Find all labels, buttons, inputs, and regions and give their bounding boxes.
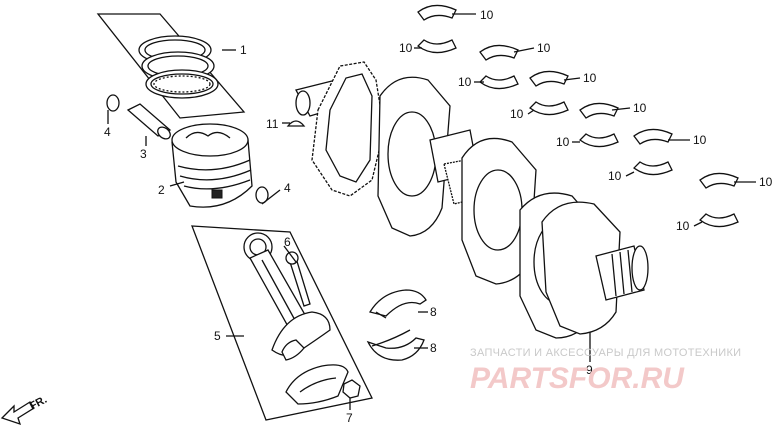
piston-pin-clip-right [255,186,269,204]
piston-pin-clip-left [106,94,120,112]
callout-10: 10 [537,41,551,55]
rod-bearing-upper [368,289,427,319]
callout-10: 10 [608,169,622,183]
piston-pin [126,103,172,140]
callout-10: 10 [693,133,707,147]
callout-10: 10 [676,219,690,233]
callout-4-left: 4 [104,125,111,139]
callout-6: 6 [284,235,291,249]
connecting-rod-group-outline [191,225,373,421]
connecting-rod [243,232,331,361]
callout-10: 10 [399,41,413,55]
piston [171,123,253,208]
crankshaft [295,61,649,339]
callout-1: 1 [240,43,247,57]
callout-10: 10 [510,107,524,121]
piston-rings [138,35,219,99]
front-direction-arrow-icon [0,401,35,426]
rod-bearing-lower [366,329,425,361]
watermark-logo: PARTSFOR.RU [470,362,685,395]
connecting-rod-bolt [285,251,311,307]
callout-8-upper: 8 [430,305,437,319]
callout-10: 10 [480,8,494,22]
callout-8-lower: 8 [430,341,437,355]
callout-10: 10 [556,135,570,149]
callout-7: 7 [346,411,353,425]
connecting-rod-cap [285,364,349,405]
callout-5: 5 [214,329,221,343]
watermark-caption: ЗАПЧАСТИ И АКСЕССУАРЫ ДЛЯ МОТОТЕХНИКИ [470,347,741,359]
callout-9: 9 [586,363,593,377]
callout-2: 2 [158,183,165,197]
callout-10: 10 [633,101,647,115]
front-direction-label: FR. [28,394,49,413]
callout-10: 10 [583,71,597,85]
connecting-rod-nut [342,379,361,399]
callout-4-right: 4 [284,181,291,195]
woodruff-key [286,120,306,127]
main-bearings [417,4,739,228]
callout-10: 10 [759,175,773,189]
leader-lines [107,13,756,410]
callout-3: 3 [140,147,147,161]
callout-11: 11 [266,117,279,131]
callout-10: 10 [458,75,472,89]
